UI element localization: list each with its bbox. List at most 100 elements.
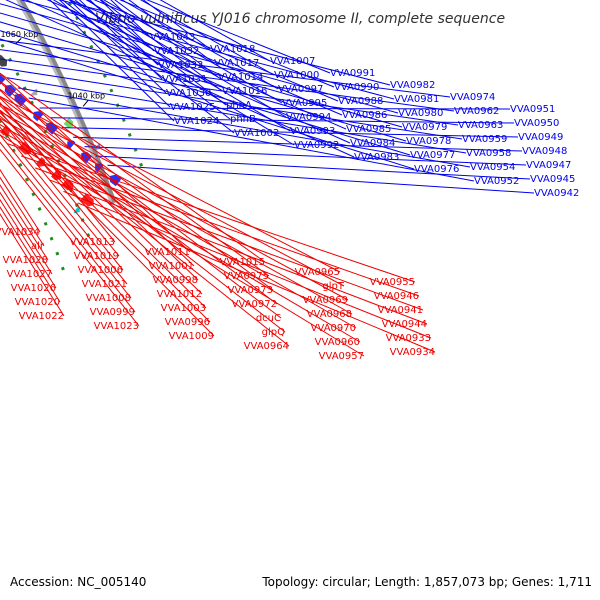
reverse-gene-label-17: VVA1012 (157, 289, 202, 300)
reverse-leader-11 (0, 134, 132, 299)
forward-leader-10 (100, 0, 223, 92)
reverse-leader-19 (0, 112, 211, 323)
forward-leader-22 (119, 0, 335, 88)
forward-gene-label-22: VVA0990 (334, 82, 379, 93)
forward-gene-label-46: VVA0947 (526, 160, 571, 171)
cog-block-2 (63, 117, 74, 128)
reverse-gene-arrow-3 (35, 157, 46, 167)
tick-label-6: 1060 kbp (1, 30, 39, 39)
forward-leader-40 (17, 87, 471, 168)
forward-leader-25 (46, 0, 347, 130)
reverse-gene-label-30: VVA0969 (303, 295, 348, 306)
forward-leader-37 (0, 58, 459, 126)
forward-leader-5 (58, 0, 171, 108)
forward-leader-30 (0, 3, 399, 114)
reverse-leader-18 (0, 104, 207, 309)
reverse-leader-9 (0, 118, 124, 271)
forward-leader-41 (28, 97, 475, 182)
accession-text: Accession: NC_005140 (10, 575, 146, 589)
reverse-gene-label-26: glpQ (262, 327, 285, 338)
reverse-gene-label-1: alr (31, 241, 45, 252)
reverse-leader-32 (0, 124, 357, 329)
reverse-gene-label-3: VVA1027 (7, 269, 52, 280)
gc-dot-ring-1 (0, 37, 91, 238)
forward-gene-label-27: VVA0983 (354, 152, 399, 163)
cog-block-4 (0, 54, 8, 67)
forward-gene-label-47: VVA0945 (530, 174, 575, 185)
reverse-leader-37 (35, 167, 424, 311)
forward-leader-18 (85, 0, 287, 118)
forward-leader-4 (68, 0, 167, 94)
forward-gene-label-48: VVA0942 (534, 188, 579, 199)
reverse-gene-label-10: VVA1021 (82, 279, 127, 290)
forward-leader-45 (73, 136, 523, 152)
reverse-gene-label-37: VVA0941 (378, 305, 423, 316)
reverse-gene-arrow-2 (50, 169, 62, 181)
forward-leader-38 (0, 67, 463, 140)
forward-leader-21 (146, 0, 331, 74)
reverse-gene-label-11: VVA1008 (86, 293, 131, 304)
reverse-leader-36 (21, 155, 420, 297)
reverse-gene-label-33: VVA0960 (315, 337, 360, 348)
forward-gene-label-28: VVA0982 (390, 80, 435, 91)
forward-gene-label-44: VVA0949 (518, 132, 563, 143)
forward-leader-14 (159, 0, 271, 62)
forward-leader-28 (58, 0, 391, 86)
tick-mark-6 (15, 38, 22, 45)
reverse-leader-27 (0, 115, 290, 347)
forward-gene-label-13: VVA1002 (234, 128, 279, 139)
reverse-gene-label-32: VVA0970 (311, 323, 356, 334)
forward-gene-label-4: VVA1030 (166, 88, 211, 99)
forward-gene-label-24: VVA0986 (342, 110, 387, 121)
reverse-leader-8 (0, 110, 120, 257)
reverse-gene-label-28: VVA0965 (295, 267, 340, 278)
reverse-gene-label-15: VVA1001 (149, 261, 194, 272)
forward-leader-8 (128, 0, 215, 64)
reverse-gene-label-40: VVA0934 (390, 347, 435, 358)
position-ticks: 1180 kbp1160 kbp1140 kbp1120 kbp1100 kbp… (1, 30, 105, 107)
reverse-gene-label-19: VVA0996 (165, 317, 210, 328)
reverse-leader-12 (0, 141, 136, 313)
forward-gene-label-11: phhA (226, 100, 252, 111)
forward-gene-label-39: VVA0958 (466, 148, 511, 159)
forward-gene-label-14: VVA1007 (270, 56, 315, 67)
forward-gene-label-5: VVA1025 (170, 102, 215, 113)
reverse-leader-22 (0, 80, 270, 277)
forward-gene-label-30: VVA0980 (398, 108, 443, 119)
forward-gene-label-7: VVA1018 (210, 44, 255, 55)
forward-gene-label-19: VVA0993 (290, 126, 335, 137)
forward-gene-label-10: VVA1016 (222, 86, 267, 97)
forward-gene-label-36: VVA0962 (454, 106, 499, 117)
reverse-gene-label-27: VVA0964 (244, 341, 289, 352)
forward-leader-44 (61, 127, 519, 138)
forward-leader-35 (0, 39, 451, 98)
forward-gene-label-3: VVA1031 (162, 74, 207, 85)
reverse-gene-label-7: VVA1013 (70, 237, 115, 248)
reverse-gene-label-4: VVA1026 (11, 283, 56, 294)
forward-leader-29 (19, 0, 395, 100)
forward-leader-11 (87, 0, 227, 106)
reverse-gene-label-0: VVA1034 (0, 227, 40, 238)
forward-leader-47 (95, 155, 531, 180)
chromosome-backbone (15, 0, 117, 205)
forward-leader-39 (7, 77, 467, 154)
forward-leader-42 (39, 107, 511, 110)
forward-gene-label-38: VVA0959 (462, 134, 507, 145)
reverse-gene-label-13: VVA1023 (94, 321, 139, 332)
reverse-leader-17 (0, 97, 203, 295)
forward-gene-label-35: VVA0974 (450, 92, 495, 103)
reverse-gene-label-16: VVA0998 (153, 275, 198, 286)
forward-leader-31 (0, 12, 403, 128)
forward-leader-13 (61, 0, 235, 134)
forward-gene-label-23: VVA0988 (338, 96, 383, 107)
reverse-gene-label-38: VVA0944 (382, 319, 427, 330)
reverse-gene-label-25: dcuC (256, 313, 281, 324)
reverse-leader-40 (77, 202, 436, 353)
reverse-leader-28 (0, 95, 341, 273)
forward-gene-label-45: VVA0948 (522, 146, 567, 157)
forward-gene-label-37: VVA0963 (458, 120, 503, 131)
reverse-gene-label-9: VVA1006 (78, 265, 123, 276)
reverse-gene-label-14: VVA1011 (145, 247, 190, 258)
reverse-leader-39 (63, 190, 432, 339)
forward-gene-label-15: VVA1000 (274, 70, 319, 81)
